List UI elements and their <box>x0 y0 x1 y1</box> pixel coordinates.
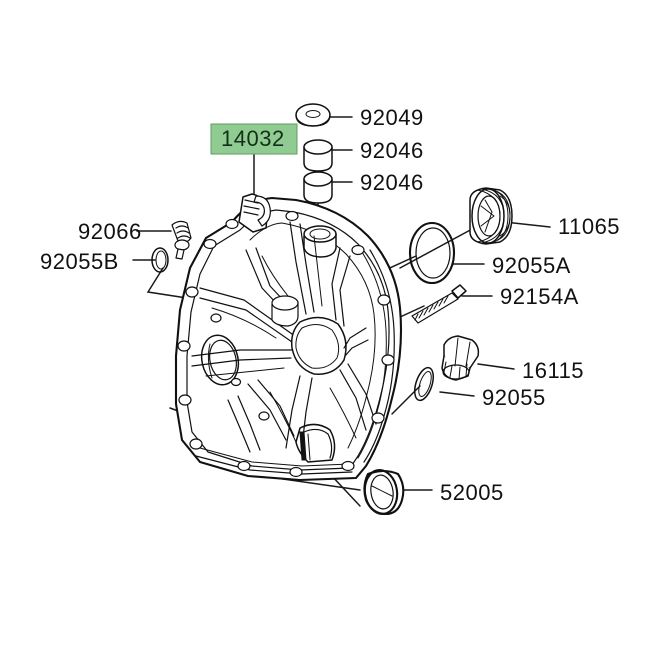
leader-11065-to-housing <box>399 227 475 269</box>
cover-bearing-boss-top <box>303 225 337 258</box>
leader-11065 <box>504 221 551 228</box>
cover-output-boss <box>295 423 336 463</box>
part-92055-washer <box>414 366 434 402</box>
label-11065[interactable]: 11065 <box>558 214 620 239</box>
cover-left-plug-boss <box>271 295 299 327</box>
cover-bottom-flange <box>195 447 353 475</box>
label-52005[interactable]: 52005 <box>440 480 504 505</box>
part-number-labels: 14032 92049 92046 92046 92066 92055B 110… <box>40 105 620 505</box>
part-92055B-oring <box>151 247 169 273</box>
cover-bolt-holes <box>177 210 395 478</box>
label-92066[interactable]: 92066 <box>78 219 142 244</box>
cover-center-hub <box>290 316 347 375</box>
cover-top-lug <box>238 193 271 233</box>
leader-92055-to-housing <box>391 385 421 415</box>
label-92055B[interactable]: 92055B <box>40 249 119 274</box>
part-92154A-bolt <box>411 284 467 324</box>
label-92046-upper[interactable]: 92046 <box>360 138 424 163</box>
part-92046-bearing-lower <box>303 171 333 204</box>
part-11065-cap <box>469 187 513 245</box>
part-16115-drain-plug <box>441 335 480 381</box>
label-92055[interactable]: 92055 <box>482 385 546 410</box>
part-92046-bearing-upper <box>303 139 333 172</box>
label-92046-lower[interactable]: 92046 <box>360 170 424 195</box>
cover-bore-left <box>200 334 240 386</box>
leader-92055 <box>439 391 475 397</box>
label-92055A[interactable]: 92055A <box>492 253 571 278</box>
part-92049-oil-seal <box>295 103 331 127</box>
label-14032[interactable]: 14032 <box>221 126 285 151</box>
label-92154A[interactable]: 92154A <box>500 284 579 309</box>
part-14032-crankcase-cover <box>174 193 403 482</box>
highlight-box-14032 <box>210 123 298 155</box>
label-92049[interactable]: 92049 <box>360 105 424 130</box>
part-52005-oil-seal <box>363 469 405 516</box>
part-92055A-oring <box>408 221 456 285</box>
part-92066-plug <box>171 220 192 260</box>
label-16115[interactable]: 16115 <box>522 358 584 383</box>
leader-16115 <box>477 363 515 370</box>
